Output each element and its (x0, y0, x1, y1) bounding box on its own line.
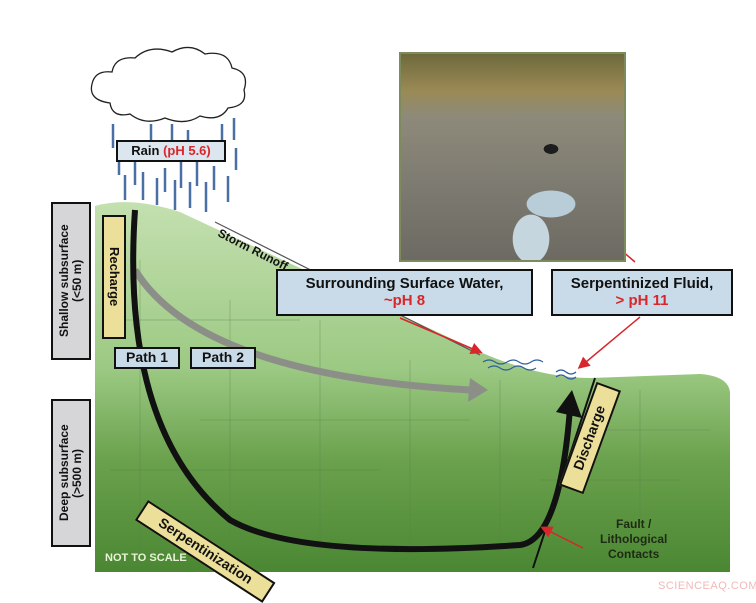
fault-line2: Lithological (600, 532, 668, 546)
watermark: SCIENCEAQ.COM (658, 580, 756, 592)
path-1-label: Path 1 (114, 347, 180, 369)
path-2-label: Path 2 (190, 347, 256, 369)
surface-water-label: Surrounding Surface Water, ~pH 8 (276, 269, 533, 316)
shallow-line1: Shallow subsurface (56, 224, 71, 338)
serpentinized-fluid-label: Serpentinized Fluid, > pH 11 (551, 269, 733, 316)
field-site-photo (399, 52, 626, 262)
not-to-scale-note: NOT TO SCALE (105, 552, 187, 564)
deep-line1: Deep subsurface (56, 424, 71, 522)
rain-ph: (pH 5.6) (163, 142, 211, 158)
rain-label: Rain (pH 5.6) (116, 140, 226, 162)
cloud (90, 46, 247, 123)
deep-line2: (>500 m) (70, 448, 84, 498)
shallow-line2: (<50 m) (70, 259, 84, 303)
fault-contacts-label: Fault / Lithological Contacts (600, 517, 667, 562)
recharge-text: Recharge (107, 247, 123, 307)
fault-line1: Fault / (616, 517, 652, 531)
serpentinized-fluid-ph: > pH 11 (615, 291, 669, 309)
rain-text: Rain (131, 142, 160, 158)
recharge-label: Recharge (102, 215, 126, 339)
fault-line3: Contacts (608, 547, 660, 561)
surface-water-squiggles (482, 359, 577, 380)
deep-subsurface-label: Deep subsurface(>500 m) (51, 399, 91, 547)
rain-drops (111, 118, 238, 212)
surface-water-ph: ~pH 8 (383, 291, 426, 309)
surface-water-text: Surrounding Surface Water, (305, 275, 504, 292)
shallow-subsurface-label: Shallow subsurface(<50 m) (51, 202, 91, 360)
path-1-flow-arrow (130, 209, 573, 553)
serpentinized-fluid-text: Serpentinized Fluid, (570, 275, 714, 292)
